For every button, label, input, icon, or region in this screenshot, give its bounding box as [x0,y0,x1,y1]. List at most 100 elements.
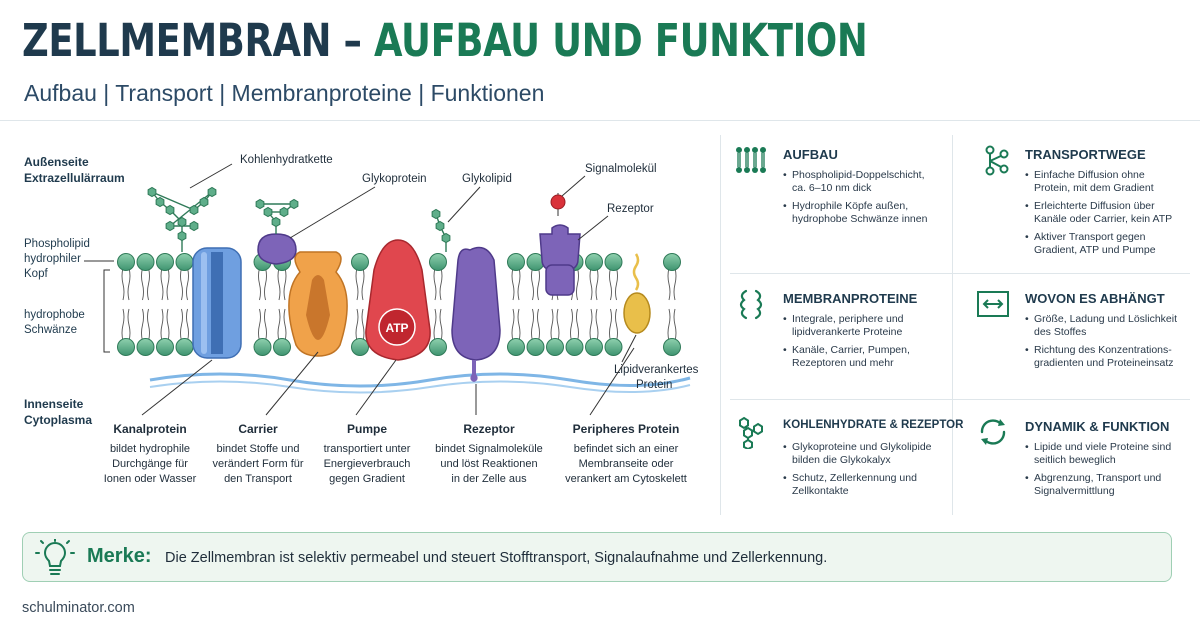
lipid-tail [439,308,443,342]
label-receptor-top: Rezeptor [607,203,654,215]
card-item: Schutz, Zellerkennung und Zellkontakte [783,472,941,498]
card-title: TRANSPORTWEGE [1025,147,1146,162]
sugar-hexagon [165,204,175,216]
card-title: DYNAMIK & FUNKTION [1025,419,1170,434]
card-item: Einfache Diffusion ohne Protein, mit dem… [1025,169,1183,195]
lipid-tail [277,267,281,301]
desc-line: Durchgänge für [112,458,188,470]
sugar-hexagon [177,216,187,228]
card-item: Richtung des Konzentrations­gradienten u… [1025,344,1183,370]
desc-line: verankert am Cytoskelett [565,473,687,485]
title-accent: AUFBAU UND FUNKTION [374,14,868,67]
label-outside-1: Außenseite [24,155,89,169]
bilayer-icon [736,147,766,173]
leader-pump [355,359,397,416]
lipid-tail [667,308,671,342]
desc-line: in der Zelle aus [451,473,527,485]
merke-text: Die Zellmembran ist selektiv permeabel u… [165,550,828,566]
desc-line: Ionen oder Wasser [104,473,197,485]
lipid-tail [361,308,365,342]
card-item: Abgrenzung, Transport und Signalvermittl… [1025,472,1183,498]
lipid-tail [147,267,150,301]
card-item: Kanäle, Carrier, Pumpen, Rezeptoren und … [783,344,941,370]
lipid-tail [531,308,534,342]
lipid-tail [160,308,164,342]
lipid-head [604,253,623,271]
card-transportwege: TRANSPORTWEGE Einfache Diffusion ohne Pr… [962,135,1184,256]
lipid-head [585,338,603,356]
leader-receptor-top [577,215,609,241]
carrier-protein [288,251,348,357]
lipid-head [585,253,603,271]
panel-divider-row2 [730,399,1190,400]
desc-line: bindet Stoffe und [217,443,300,455]
lightbulb-icon [35,539,75,575]
lipid-tail [166,267,170,301]
label-glycoprotein: Glykoprotein [362,173,427,185]
lipid-head [546,338,564,356]
lipid-tail [355,308,359,342]
card-title: AUFBAU [783,147,838,162]
lipid-tail [264,267,267,301]
lipid-head [175,338,194,356]
card-list: Lipide und viele Proteine sind seitlich … [1025,441,1183,503]
leader-glycolipid [447,186,481,223]
card-item: Glykoproteine und Glykolipide bilden die… [783,441,941,467]
lipid-tail [517,267,521,301]
card-list: Phospholipid-Doppelschicht, ca. 6–10 nm … [783,169,941,231]
card-item: Integrale, periphere und lipidverankerte… [783,313,941,339]
desc-title: Kanalprotein [113,422,186,436]
merke-label: Merke: [87,545,152,567]
lipid-tail [667,267,671,301]
leader-carbohydrate [189,163,233,189]
lipid-tail [517,308,521,342]
peripheral-protein [623,253,651,334]
lipid-tail [511,267,515,301]
sugar-bond [151,191,195,211]
card-list: Größe, Ladung und Löslichkeit des Stoffe… [1025,313,1183,375]
lipid-tail [550,308,554,342]
lipid-head [604,338,623,356]
lipid-tail [433,267,437,301]
lipid-tail [570,308,573,342]
panel-divider-row1 [730,273,1190,274]
atp-label: ATP [385,321,408,335]
sugar-hexagon [189,220,199,232]
label-lipid-anchored-1: Lipidverankertes [614,364,699,376]
lipid-head [273,338,291,356]
lipid-tail [283,267,287,301]
card-list: Einfache Diffusion ohne Protein, mit dem… [1025,169,1183,262]
label-head-1: Phospholipid [24,238,90,250]
lipid-tail [186,267,189,301]
lipid-tail [127,308,131,342]
lipid-tail [576,267,579,301]
lipid-head [507,253,525,271]
lipid-tail [277,308,281,342]
leader-signal [561,175,586,197]
card-list: Integrale, periphere und lipidverankerte… [783,313,941,375]
lipid-tail [141,267,144,301]
lipid-tail [283,308,287,342]
desc-line: transportiert unter [324,443,411,455]
lipid-tail [439,267,443,301]
desc-pump: Pumpe transportiert unter Energieverbrau… [324,422,411,485]
lipid-head [663,253,681,271]
lipid-tail [615,308,618,342]
lipid-head [526,338,545,356]
lipid-tail [673,267,677,301]
desc-channel: Kanalprotein bildet hydrophile Durchgäng… [104,422,197,485]
lipid-tail [511,308,515,342]
lipid-head [507,338,525,356]
arrows-box-icon [977,291,1009,317]
footer-url: schulminator.com [22,600,135,616]
channel-protein [192,247,242,359]
pump-protein: ATP [365,239,431,361]
lipid-tail [355,267,359,301]
leader-peripheral [589,347,635,416]
label-inside-1: Innenseite [24,397,84,411]
sugar-hexagon [207,186,217,198]
lipid-tail [589,267,593,301]
title-separator: – [331,14,375,67]
lipid-head [156,338,174,356]
desc-carrier: Carrier bindet Stoffe und verändert Form… [212,422,303,485]
